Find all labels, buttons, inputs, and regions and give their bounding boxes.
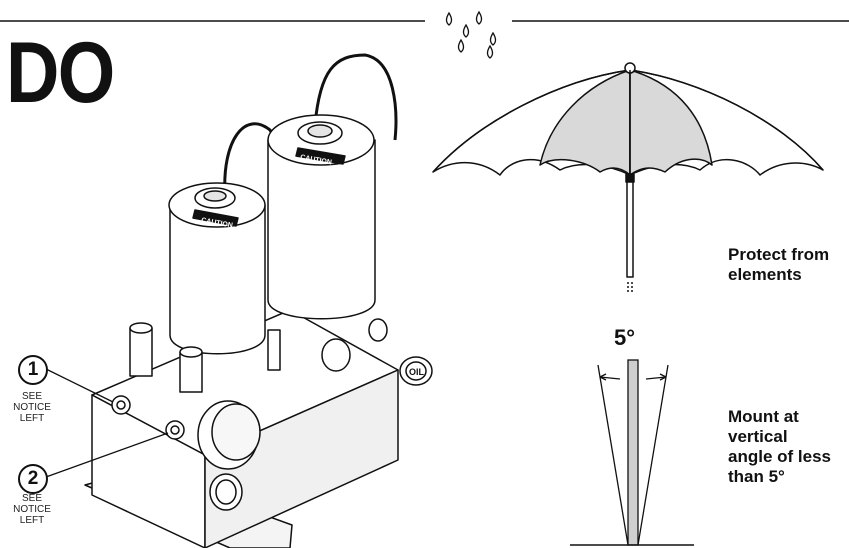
caption-line: elements — [728, 265, 802, 284]
callout-number: 2 — [18, 464, 48, 494]
callout-number: 1 — [18, 355, 48, 385]
notice-line: NOTICE — [13, 504, 51, 515]
callout-notice: SEE NOTICE LEFT — [2, 493, 62, 526]
umbrella-caption: Protect from elements — [728, 245, 848, 285]
callout-notice: SEE NOTICE LEFT — [2, 391, 62, 424]
caption-line: than 5° — [728, 467, 785, 486]
angle-value: 5° — [614, 325, 636, 350]
notice-line: LEFT — [19, 413, 45, 424]
notice-line: LEFT — [19, 515, 45, 526]
pump-unit-illustration — [84, 53, 433, 548]
angle-diagram — [570, 359, 694, 546]
angle-caption: Mount at vertical angle of less than 5° — [728, 407, 848, 487]
caption-line: Mount at — [728, 407, 799, 426]
raindrop-icon — [445, 10, 497, 59]
callout-leader — [45, 368, 169, 478]
umbrella-icon — [432, 62, 824, 292]
notice-line: SEE — [21, 493, 42, 504]
caption-line: angle of less — [728, 447, 831, 466]
notice-line: SEE — [21, 391, 42, 402]
caption-line: Protect from — [728, 245, 830, 264]
page-title: DO — [6, 25, 115, 121]
notice-line: NOTICE — [13, 402, 51, 413]
oil-label: OIL — [409, 367, 425, 377]
caption-line: vertical — [728, 427, 788, 446]
